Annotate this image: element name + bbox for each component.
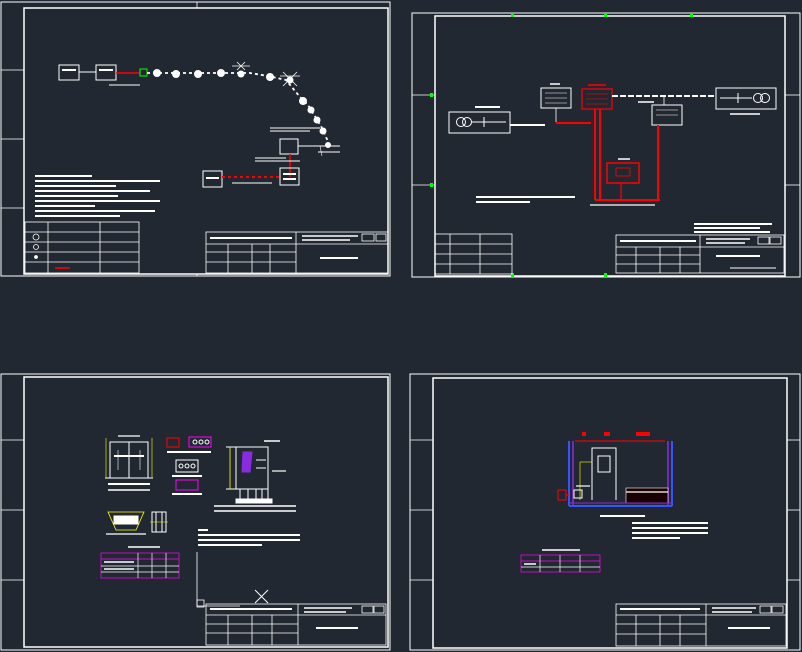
sheet-4[interactable]: [409, 373, 801, 651]
sheet-1-zone-ticks: [1, 2, 198, 276]
sheet-1-pole-chain: [147, 69, 331, 148]
sheet-1-title-block: [205, 231, 389, 274]
sheet-1-inner-frame: [23, 7, 389, 275]
sheet-2-notes: [476, 196, 772, 233]
sheet-3-zone-ticks: [1, 439, 24, 581]
sheet-1-transformer-box: [279, 138, 299, 155]
sheet-1-notes: [35, 175, 160, 217]
sheet-2-transformer-right: [715, 87, 777, 110]
sheet-3-cabinet-elevation: [105, 435, 153, 491]
sheet-2-legend-table: [434, 233, 513, 275]
sheet-2-red-cables: [594, 109, 660, 201]
sheet-4-zone-ticks: [410, 439, 800, 581]
sheet-3-materials-table: [100, 552, 180, 579]
sheet-3-transformer-section: [214, 440, 296, 512]
sheet-4-inner-frame: [432, 377, 788, 649]
sheet-2[interactable]: [411, 12, 801, 278]
sheet-1-box-right: [279, 167, 300, 186]
sheet-1-legend-table: [24, 221, 140, 274]
sheet-1-box-left: [202, 170, 223, 188]
sheet-3-bracket-detail: [172, 459, 202, 495]
sheet-3[interactable]: [0, 373, 391, 651]
sheet-2-outer-frame: [411, 12, 801, 278]
sheet-2-red-box: [606, 162, 640, 184]
sheet-3-ucs-icon: [196, 552, 240, 608]
sheet-1-green-node: [139, 68, 148, 77]
sheet-3-outer-frame: [0, 373, 391, 651]
sheet-3-inner-frame: [23, 376, 389, 648]
sheet-2-cabinet-right: [651, 104, 683, 126]
sheet-3-red-component: [166, 437, 180, 448]
sheet-1-branch-symbols: [232, 61, 300, 87]
sheet-1[interactable]: [0, 1, 391, 277]
sheet-1-cabinet-a: [58, 64, 80, 81]
sheet-4-materials-table: [520, 549, 601, 573]
sheet-3-magenta-component: [188, 436, 212, 448]
sheet-4-outer-frame: [409, 373, 801, 651]
sheet-1-cabinet-b: [95, 64, 117, 81]
x-cross-icon: [254, 589, 269, 604]
sheet-4-notes: [600, 515, 708, 539]
sheet-2-inner-frame: [434, 15, 786, 277]
sheet-2-cabinet-red: [581, 88, 613, 110]
sheet-2-transformer-left: [448, 111, 511, 134]
sheet-2-title-block: [615, 234, 785, 274]
sheet-2-zone-markers: [430, 13, 693, 277]
sheet-3-notes: [198, 529, 300, 546]
sheet-3-title-block: [205, 603, 387, 646]
sheet-3-foundation-detail: [106, 511, 168, 535]
sheet-4-title-block: [615, 603, 787, 647]
sheet-1-outer-frame: [0, 1, 391, 277]
sheet-4-substation-section: [557, 432, 673, 507]
